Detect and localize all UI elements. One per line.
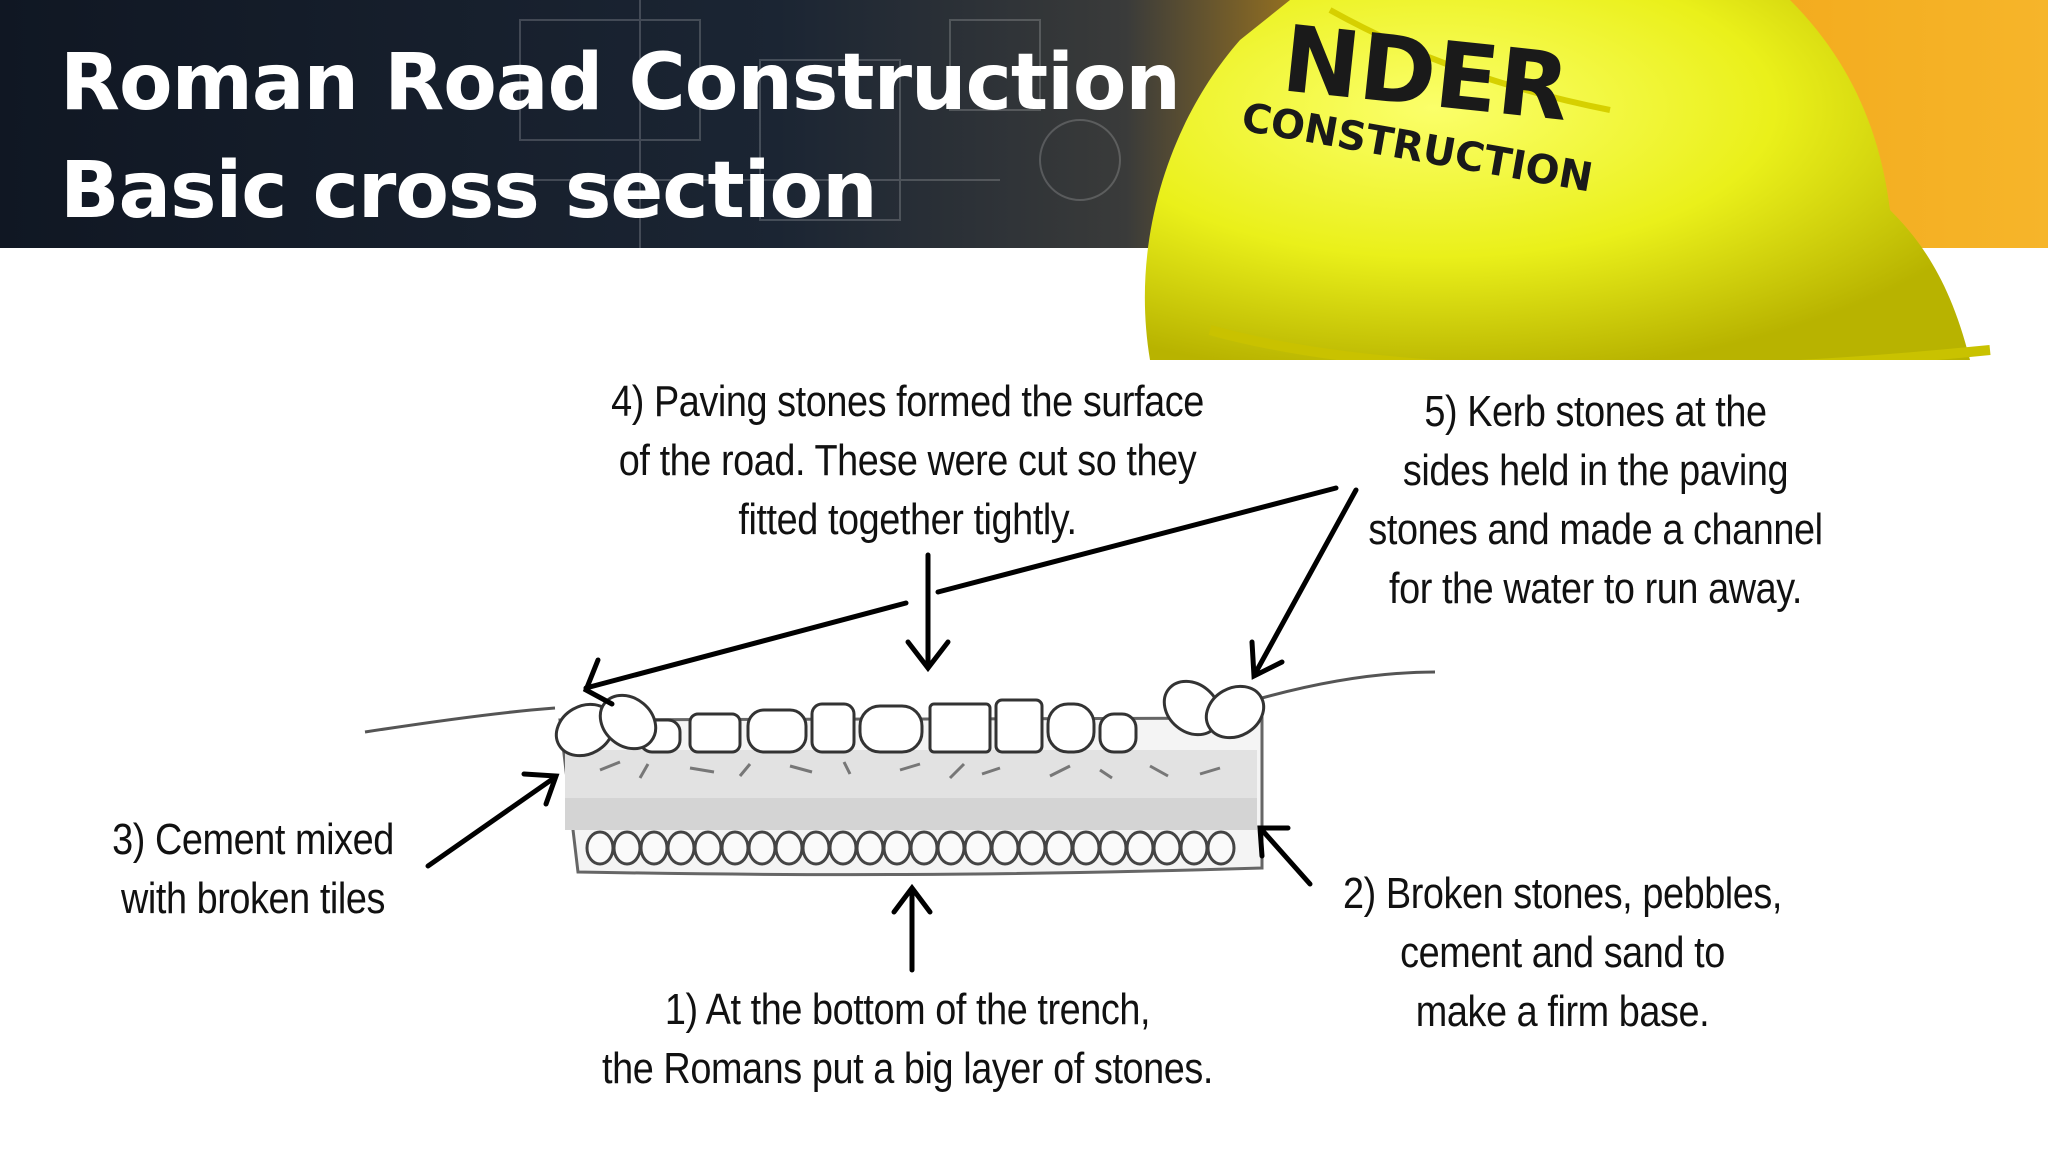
bottom-stone — [747, 830, 777, 866]
paving-stones — [638, 698, 1138, 754]
bottom-stone — [693, 830, 723, 866]
bottom-stone — [1044, 830, 1074, 866]
bottom-stone — [936, 830, 966, 866]
bottom-stone — [1179, 830, 1209, 866]
arrow-base — [1259, 827, 1313, 887]
ground-line-right — [1261, 670, 1436, 700]
bottom-stone — [1017, 830, 1047, 866]
title-line-2: Basic cross section — [60, 146, 878, 236]
bottom-stone — [909, 830, 939, 866]
bottom-stone — [963, 830, 993, 866]
bottom-stone — [990, 830, 1020, 866]
arrow-kerb-right — [1253, 487, 1359, 675]
bottom-stone — [1206, 830, 1236, 866]
arrow-cement-head — [521, 771, 560, 807]
bottom-stone — [882, 830, 912, 866]
label-broken-stones: 2) Broken stones, pebbles, cement and sa… — [1343, 869, 1782, 1036]
bottom-stone — [774, 830, 804, 866]
bottom-stone — [612, 830, 642, 866]
bottom-stone — [1098, 830, 1128, 866]
ground-line-left — [364, 706, 556, 734]
arrow-paving-head — [905, 639, 951, 673]
bottom-stone — [585, 830, 615, 866]
arrow-kerb-left-b — [583, 600, 909, 691]
kerb-stones — [554, 679, 1266, 758]
bottom-stone — [1071, 830, 1101, 866]
title-line-1: Roman Road Construction — [60, 38, 1181, 128]
blueprint-pattern — [500, 0, 1121, 248]
hard-hat-icon: NDER CONSTRUCTION — [1144, 0, 1991, 360]
bottom-stone — [828, 830, 858, 866]
arrow-base-head — [1257, 825, 1291, 859]
cement-tile-layer — [565, 750, 1257, 798]
label-cement-tiles: 3) Cement mixed with broken tiles — [112, 815, 394, 923]
label-paving-stones: 4) Paving stones formed the surface of t… — [611, 377, 1204, 544]
arrow-kerb-right-head — [1249, 639, 1285, 680]
arrow-kerb-left-a — [935, 485, 1339, 595]
bottom-stone — [1152, 830, 1182, 866]
bottom-stone — [639, 830, 669, 866]
bottom-stone — [1125, 830, 1155, 866]
bottom-stone — [720, 830, 750, 866]
arrow-kerb-left-head — [582, 657, 615, 707]
label-bottom-stones: 1) At the bottom of the trench, the Roma… — [602, 985, 1213, 1093]
arrow-stones-head — [891, 883, 933, 915]
bottom-stone — [666, 830, 696, 866]
bottom-stone — [855, 830, 885, 866]
gravel-layer — [565, 798, 1257, 830]
arrow-cement — [425, 775, 557, 869]
label-kerb-stones: 5) Kerb stones at the sides held in the … — [1368, 387, 1823, 613]
bottom-stone — [801, 830, 831, 866]
bottom-stones-layer — [585, 830, 1236, 866]
